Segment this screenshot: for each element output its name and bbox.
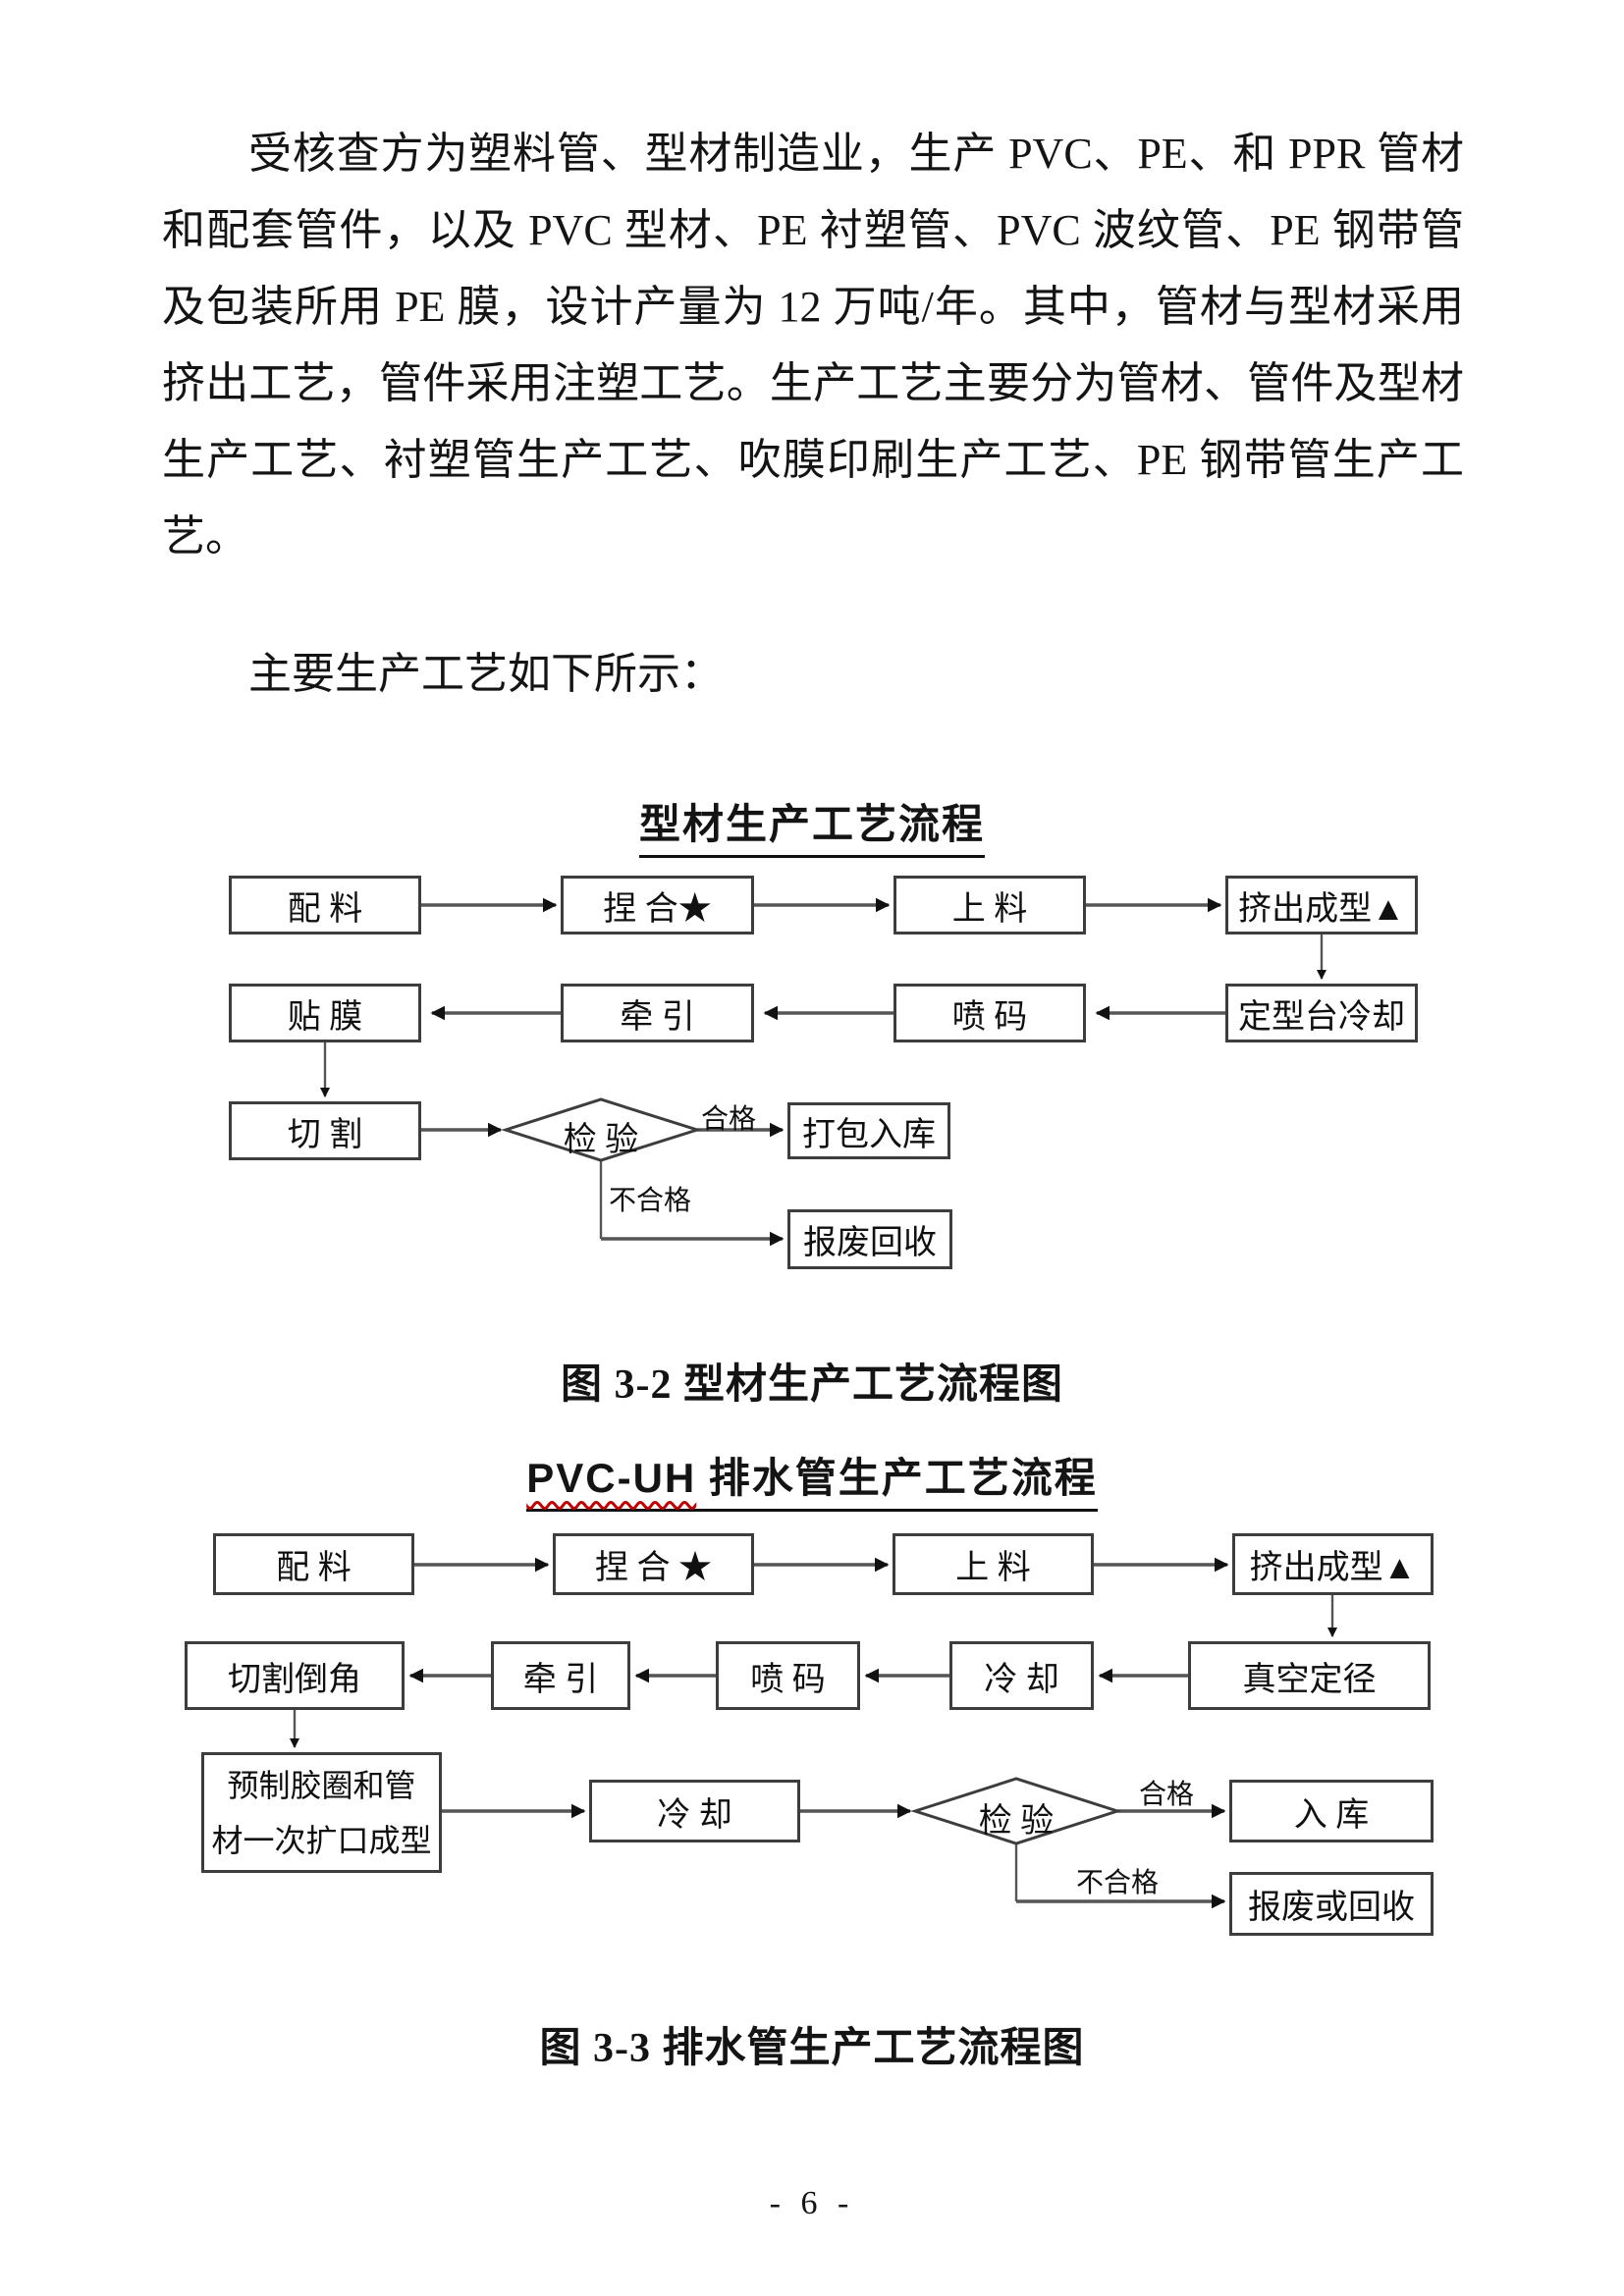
flow1-fail-label: 不合格 <box>609 1186 692 1216</box>
flow1-decision-label: 检 验 <box>563 1122 639 1158</box>
flow1-node-tiemo: 贴 膜 <box>229 984 421 1042</box>
flow2-node-peiliao: 配 料 <box>213 1533 414 1595</box>
flow1-node-penma: 喷 码 <box>893 984 1086 1042</box>
body-text-line: 生产工艺、衬塑管生产工艺、吹膜印刷生产工艺、PE 钢带管生产工 <box>162 436 1464 484</box>
body-paragraph-2: 主要生产工艺如下所示： <box>162 636 1464 713</box>
flow2-title: PVC-UH 排水管生产工艺流程 <box>0 1445 1624 1512</box>
flow2-node-zhenkongdingjing: 真空定径 <box>1188 1641 1431 1710</box>
flow2-node-yuzhijiaoquan-line2: 材一次扩口成型 <box>211 1822 432 1858</box>
flow2-node-baofeihuohuishou: 报废或回收 <box>1229 1872 1434 1936</box>
flow2-node-niehe: 捏 合 ★ <box>553 1533 754 1595</box>
flow2-node-ruku: 入 库 <box>1229 1780 1434 1842</box>
flow1-node-qiege: 切 割 <box>229 1101 421 1160</box>
flow2-title-text: 排水管生产工艺流程 <box>696 1457 1098 1502</box>
flow2-node-lengque-2: 冷 却 <box>589 1780 800 1842</box>
flow2-node-shangliao: 上 料 <box>893 1533 1094 1595</box>
flow1-node-niehe: 捏 合★ <box>561 876 754 934</box>
body-text-line: 主要生产工艺如下所示： <box>248 650 724 698</box>
body-text-line: 受核查方为塑料管、型材制造业，生产 PVC、PE、和 PPR 管材 <box>248 130 1464 178</box>
flow2-fail-label: 不合格 <box>1076 1868 1160 1898</box>
flow1-node-jichuchengxing: 挤出成型▲ <box>1225 876 1418 934</box>
flow2-node-yuzhijiaoquan-line1: 预制胶圈和管 <box>227 1767 416 1803</box>
body-text-line: 和配套管件，以及 PVC 型材、PE 衬塑管、PVC 波纹管、PE 钢带管 <box>162 206 1464 254</box>
flow1-node-baofeihuishou: 报废回收 <box>787 1209 952 1269</box>
flow1-node-peiliao: 配 料 <box>229 876 421 934</box>
flow2-node-qiegedaojiao: 切割倒角 <box>185 1641 405 1710</box>
flow1-node-dabaoruku: 打包入库 <box>787 1102 950 1159</box>
flow2-title-latin: PVC-UH <box>526 1455 697 1501</box>
flow1-title: 型材生产工艺流程 <box>0 791 1624 858</box>
body-text-line: 及包装所用 PE 膜，设计产量为 12 万吨/年。其中，管材与型材采用 <box>162 283 1464 331</box>
body-text-line: 艺。 <box>162 512 248 561</box>
figure-caption-3-3: 图 3-3 排水管生产工艺流程图 <box>539 2026 1085 2071</box>
page-number: - 6 - <box>769 2185 855 2221</box>
flow2-node-penma: 喷 码 <box>716 1641 860 1710</box>
flow2-node-lengque-1: 冷 却 <box>949 1641 1094 1710</box>
flow2-pass-label: 合格 <box>1139 1780 1195 1810</box>
flow2-node-yuzhijiaoquan: 预制胶圈和管 材一次扩口成型 <box>201 1752 442 1873</box>
flow1-node-qianyin: 牵 引 <box>561 984 754 1042</box>
flow2-node-qianyin: 牵 引 <box>491 1641 630 1710</box>
flow2-decision-label: 检 验 <box>978 1803 1055 1840</box>
flow2-node-jichuchengxing: 挤出成型▲ <box>1232 1533 1434 1595</box>
flow1-pass-label: 合格 <box>701 1104 757 1135</box>
body-paragraph-1: 受核查方为塑料管、型材制造业，生产 PVC、PE、和 PPR 管材 和配套管件，… <box>162 116 1464 575</box>
flow1-node-dingxingtailengque: 定型台冷却 <box>1225 984 1418 1042</box>
body-text-line: 挤出工艺，管件采用注塑工艺。生产工艺主要分为管材、管件及型材 <box>162 359 1464 407</box>
figure-caption-3-2: 图 3-2 型材生产工艺流程图 <box>561 1362 1063 1408</box>
flow1-node-shangliao: 上 料 <box>893 876 1086 934</box>
flow1-title-text: 型材生产工艺流程 <box>638 791 985 858</box>
